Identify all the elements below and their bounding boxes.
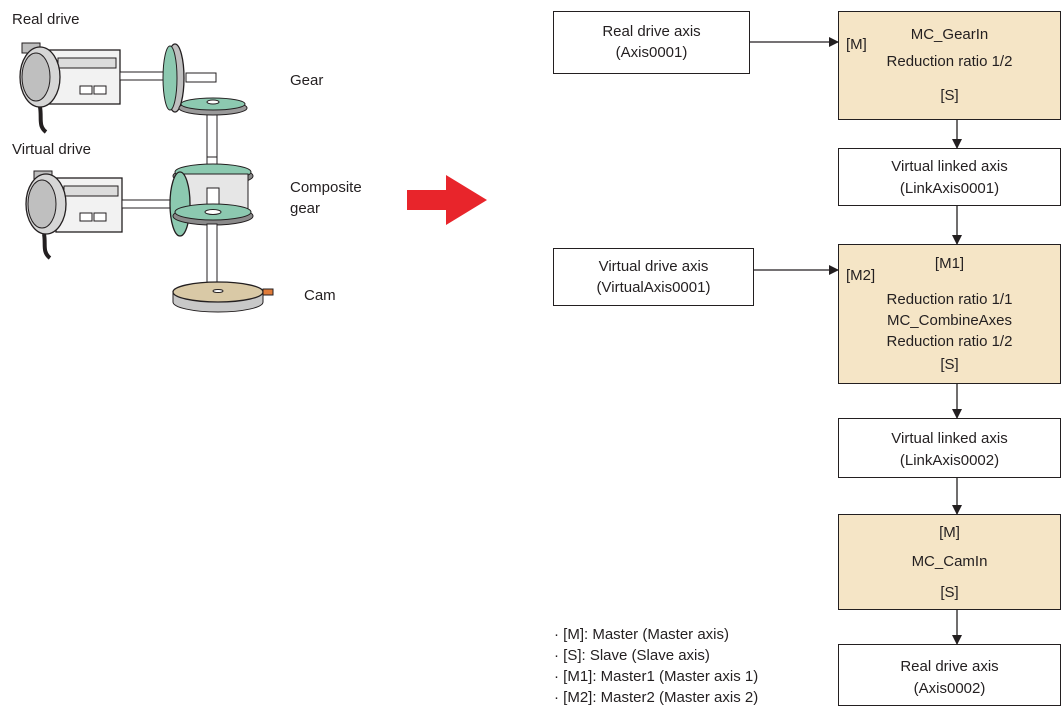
conversion-arrow	[407, 175, 487, 225]
camin-slave-port: [S]	[940, 584, 959, 601]
legend-item: · [M2]: Master2 (Master axis 2)	[554, 689, 759, 706]
gearin-name: MC_GearIn	[910, 26, 989, 43]
gear-label: Gear	[290, 72, 324, 89]
virtual-drive-label: Virtual drive	[12, 141, 91, 158]
combineaxes-name: MC_CombineAxes	[886, 312, 1013, 329]
gearin-ratio: Reduction ratio 1/2	[886, 53, 1013, 70]
gearin-slave-port: [S]	[940, 87, 959, 104]
camin-name: MC_CamIn	[911, 553, 988, 570]
virtual-linked-axis-2-title: Virtual linked axis	[891, 430, 1008, 447]
combineaxes-block: [M1] [M2] Reduction ratio 1/1 MC_Combine…	[838, 244, 1061, 384]
cam-disc	[172, 281, 274, 313]
combineaxes-ratio2: Reduction ratio 1/2	[886, 333, 1013, 350]
virtual-linked-axis-1-title: Virtual linked axis	[891, 158, 1008, 175]
real-drive-axis-2-title: Real drive axis	[900, 658, 999, 675]
composite-gear-label-line1: Composite	[290, 179, 362, 196]
real-drive-axis-1-id: (Axis0001)	[615, 44, 688, 61]
combineaxes-slave-port: [S]	[940, 356, 959, 373]
composite-gear-label-line2: gear	[290, 200, 321, 217]
virtual-drive-axis-box: Virtual drive axis (VirtualAxis0001)	[553, 248, 754, 306]
camin-master-port: [M]	[939, 524, 960, 541]
virtual-drive-axis-title: Virtual drive axis	[598, 258, 709, 275]
legend-item: · [S]: Slave (Slave axis)	[554, 647, 710, 664]
legend-item: · [M1]: Master1 (Master axis 1)	[554, 668, 759, 685]
virtual-linked-axis-2-id: (LinkAxis0002)	[899, 452, 1000, 469]
gearin-block: [M] MC_GearIn Reduction ratio 1/2 [S]	[838, 11, 1061, 120]
legend-item: · [M]: Master (Master axis)	[554, 626, 730, 643]
gear-wheel	[162, 43, 248, 158]
cam-label: Cam	[304, 287, 336, 304]
flow-connectors	[750, 37, 962, 645]
virtual-linked-axis-1-id: (LinkAxis0001)	[899, 180, 1000, 197]
composite-gear	[169, 156, 254, 287]
real-drive-label: Real drive	[12, 11, 80, 28]
virtual-drive-axis-id: (VirtualAxis0001)	[596, 279, 711, 296]
virtual-drive-motor	[25, 170, 175, 260]
virtual-linked-axis-1-box: Virtual linked axis (LinkAxis0001)	[838, 148, 1061, 206]
camin-block: [M] MC_CamIn [S]	[838, 514, 1061, 610]
real-drive-motor	[19, 42, 167, 134]
real-drive-axis-1-title: Real drive axis	[602, 23, 701, 40]
combineaxes-master2-port: [M2]	[846, 267, 876, 284]
real-drive-axis-2-box: Real drive axis (Axis0002)	[838, 644, 1061, 706]
combineaxes-ratio1: Reduction ratio 1/1	[886, 291, 1013, 308]
real-drive-axis-1-box: Real drive axis (Axis0001)	[553, 11, 750, 74]
virtual-linked-axis-2-box: Virtual linked axis (LinkAxis0002)	[838, 418, 1061, 478]
combineaxes-master1-port: [M1]	[934, 255, 965, 272]
real-drive-axis-2-id: (Axis0002)	[913, 680, 986, 697]
gearin-master-port: [M]	[846, 36, 867, 53]
